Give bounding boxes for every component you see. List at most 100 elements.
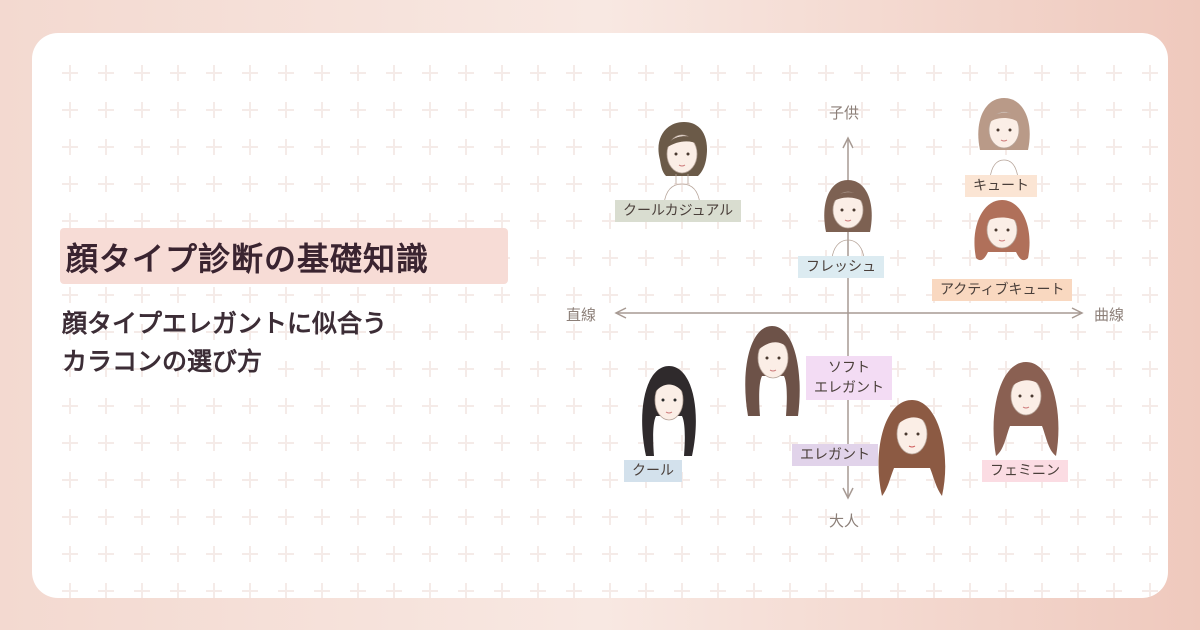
cross-mark (1142, 361, 1158, 377)
cross-mark (746, 546, 762, 562)
cross-mark (278, 65, 294, 81)
cross-mark (350, 583, 366, 598)
cross-mark (242, 398, 258, 414)
cross-mark (602, 546, 618, 562)
cross-mark (926, 139, 942, 155)
soft-elegant-face-illustration (745, 326, 800, 416)
cross-mark (818, 65, 834, 81)
cross-mark (674, 102, 690, 118)
cross-mark (458, 361, 474, 377)
cross-mark (278, 213, 294, 229)
cross-mark (62, 176, 78, 192)
cross-mark (1034, 102, 1050, 118)
cross-mark (170, 176, 186, 192)
cross-mark (350, 139, 366, 155)
cross-mark (386, 65, 402, 81)
cross-mark (602, 250, 618, 266)
cross-mark (314, 435, 330, 451)
cross-mark (566, 176, 582, 192)
cross-mark (494, 583, 510, 598)
cross-mark (818, 139, 834, 155)
cross-mark (62, 546, 78, 562)
cross-mark (818, 287, 834, 303)
cross-mark (422, 213, 438, 229)
cross-mark (674, 509, 690, 525)
cross-mark (818, 324, 834, 340)
cross-mark (602, 435, 618, 451)
cross-mark (746, 250, 762, 266)
cross-mark (854, 324, 870, 340)
cross-mark (566, 509, 582, 525)
cross-mark (926, 213, 942, 229)
cross-mark (386, 176, 402, 192)
cross-mark (98, 65, 114, 81)
cross-mark (782, 287, 798, 303)
cross-mark (782, 583, 798, 598)
cross-mark (206, 435, 222, 451)
cross-mark (710, 546, 726, 562)
cross-mark (206, 287, 222, 303)
page-title: 顔タイプ診断の基礎知識 (66, 240, 430, 278)
cross-mark (458, 546, 474, 562)
cross-mark (566, 435, 582, 451)
cross-mark (818, 509, 834, 525)
cross-mark (134, 583, 150, 598)
cross-mark (890, 250, 906, 266)
cross-mark (314, 176, 330, 192)
cross-mark (314, 509, 330, 525)
cross-mark (782, 65, 798, 81)
cross-mark (422, 509, 438, 525)
cross-mark (890, 65, 906, 81)
cross-mark (1106, 398, 1122, 414)
cross-mark (494, 324, 510, 340)
cross-mark (566, 287, 582, 303)
cute-face-illustration (978, 98, 1030, 178)
cross-mark (746, 287, 762, 303)
cross-mark (62, 509, 78, 525)
cross-mark (674, 546, 690, 562)
cross-mark (782, 176, 798, 192)
cross-mark (62, 472, 78, 488)
cross-mark (278, 139, 294, 155)
cross-mark (962, 139, 978, 155)
cross-mark (1034, 139, 1050, 155)
cross-mark (926, 398, 942, 414)
cross-mark (206, 546, 222, 562)
cross-mark (242, 546, 258, 562)
cross-mark (170, 361, 186, 377)
cross-mark (134, 398, 150, 414)
cross-mark (1106, 139, 1122, 155)
cross-mark (746, 583, 762, 598)
axis-label-curve: 曲線 (1094, 306, 1125, 324)
cross-mark (134, 102, 150, 118)
cross-mark (854, 398, 870, 414)
cross-mark (242, 324, 258, 340)
cross-mark (170, 546, 186, 562)
cross-mark (458, 583, 474, 598)
label-soft-elegant: ソフト エレガント (806, 356, 892, 400)
cross-mark (422, 139, 438, 155)
cross-mark (1070, 65, 1086, 81)
cross-mark (782, 509, 798, 525)
cross-mark (962, 250, 978, 266)
cross-mark (134, 65, 150, 81)
cross-mark (98, 361, 114, 377)
cross-mark (998, 250, 1014, 266)
cool-face-illustration (642, 366, 696, 456)
cross-mark (602, 398, 618, 414)
cross-mark (350, 102, 366, 118)
cross-mark (1142, 213, 1158, 229)
cross-mark (602, 324, 618, 340)
cross-mark (494, 509, 510, 525)
fresh-face-illustration (824, 180, 872, 258)
cross-mark (782, 102, 798, 118)
cross-mark (1106, 287, 1122, 303)
cross-mark (962, 102, 978, 118)
cross-mark (206, 139, 222, 155)
cross-mark (674, 65, 690, 81)
cross-mark (62, 65, 78, 81)
cross-mark (1142, 509, 1158, 525)
cross-mark (206, 398, 222, 414)
cross-mark (566, 583, 582, 598)
cross-mark (746, 102, 762, 118)
